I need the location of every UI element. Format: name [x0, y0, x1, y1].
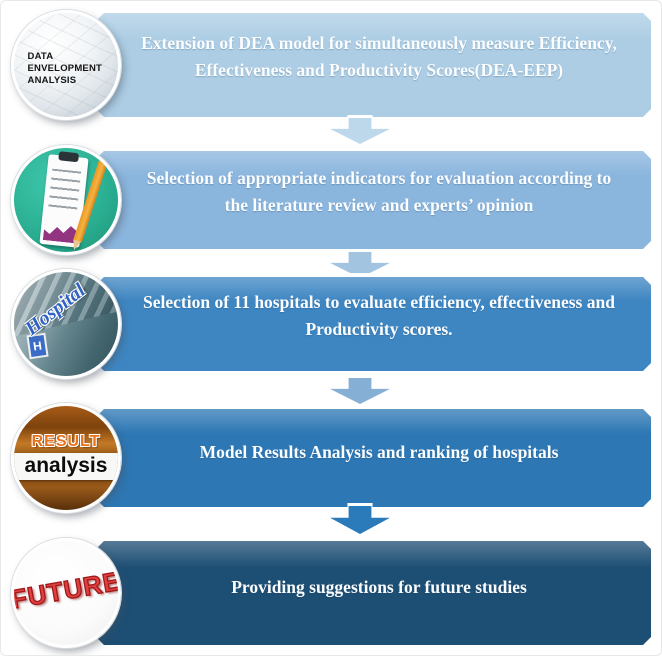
step-1-banner: Extension of DEA model for simultaneousl… [85, 9, 655, 121]
step-1-text: Extension of DEA model for simultaneousl… [141, 32, 617, 80]
clipboard-clip [58, 151, 80, 163]
checklist-clipboard-icon [11, 145, 121, 255]
dea-globe-icon: DATA ENVELOPMENT ANALYSIS [11, 10, 121, 120]
analysis-label: analysis [14, 452, 118, 480]
result-label: RESULT [31, 433, 101, 451]
result-analysis-icon: RESULT analysis [11, 403, 121, 513]
dea-globe-label: DATA ENVELOPMENT ANALYSIS [27, 51, 103, 87]
step-4-text: Model Results Analysis and ranking of ho… [199, 442, 559, 463]
flow-step-5: Providing suggestions for future studies… [1, 537, 662, 649]
flow-step-4: Model Results Analysis and ranking of ho… [1, 403, 662, 513]
flow-step-1: Extension of DEA model for simultaneousl… [1, 9, 662, 121]
step-5-banner: Providing suggestions for future studies [85, 537, 655, 649]
globe-network-pattern [14, 13, 118, 117]
step-5-text: Providing suggestions for future studies [231, 577, 527, 598]
step-2-text: Selection of appropriate indicators for … [146, 167, 612, 215]
hospital-photo-icon: H Hospital [11, 269, 121, 379]
step-4-banner: Model Results Analysis and ranking of ho… [85, 405, 655, 511]
step-3-text: Selection of 11 hospitals to evaluate ef… [143, 291, 615, 339]
future-label: FUTURE [11, 565, 121, 615]
banner-sheen [89, 541, 651, 568]
future-stamp-icon: FUTURE [11, 538, 121, 648]
clipboard-text-lines [47, 168, 82, 214]
step-3-banner: Selection of 11 hospitals to evaluate ef… [85, 273, 655, 375]
step-2-banner: Selection of appropriate indicators for … [85, 147, 655, 253]
down-arrow-3 [327, 375, 393, 407]
flow-step-2: Selection of appropriate indicators for … [1, 145, 662, 255]
flow-step-3: Selection of 11 hospitals to evaluate ef… [1, 269, 662, 379]
banner-sheen [89, 409, 651, 434]
